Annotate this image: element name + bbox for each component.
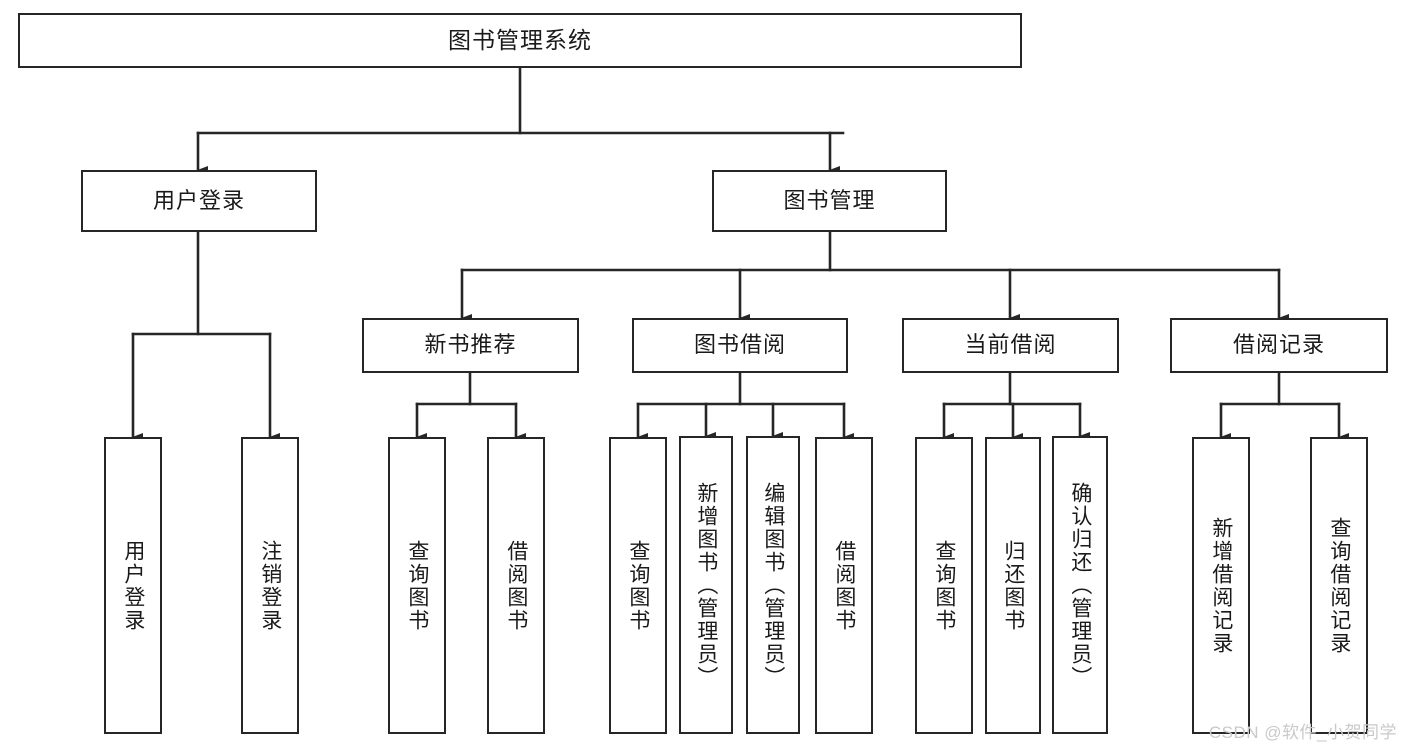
leaf-label: 查询图书 — [405, 539, 429, 632]
leaf-label: 新增借阅记录 — [1209, 516, 1233, 655]
node-borrow-record[interactable]: 借阅记录 — [1170, 318, 1388, 373]
node-current-borrow[interactable]: 当前借阅 — [902, 318, 1119, 373]
leaf-label: 注销登录 — [258, 539, 282, 632]
node-book-borrow[interactable]: 图书借阅 — [632, 318, 848, 373]
leaf-label: 借阅图书 — [832, 539, 856, 632]
leaf-label: 查询借阅记录 — [1327, 516, 1351, 655]
node-leaf-user-login[interactable]: 用户登录 — [104, 437, 162, 734]
node-root-system[interactable]: 图书管理系统 — [18, 13, 1022, 68]
leaf-label: 新增图书（管理员） — [694, 481, 718, 689]
leaf-label: 编辑图书（管理员） — [761, 481, 785, 689]
node-leaf-return-book[interactable]: 归还图书 — [985, 437, 1041, 734]
node-leaf-add-book[interactable]: 新增图书（管理员） — [679, 436, 733, 734]
node-leaf-logout[interactable]: 注销登录 — [241, 437, 299, 734]
node-leaf-borrow-book-2[interactable]: 借阅图书 — [815, 437, 873, 734]
node-leaf-query-book-1[interactable]: 查询图书 — [388, 437, 446, 734]
leaf-label: 归还图书 — [1001, 539, 1025, 632]
node-leaf-borrow-book-1[interactable]: 借阅图书 — [487, 437, 545, 734]
leaf-label: 确认归还（管理员） — [1068, 481, 1092, 689]
node-leaf-add-record[interactable]: 新增借阅记录 — [1192, 437, 1250, 734]
node-leaf-query-book-2[interactable]: 查询图书 — [609, 437, 667, 734]
leaf-label: 借阅图书 — [504, 539, 528, 632]
node-new-book-recommend[interactable]: 新书推荐 — [362, 318, 579, 373]
node-leaf-edit-book[interactable]: 编辑图书（管理员） — [746, 436, 800, 734]
node-leaf-query-book-3[interactable]: 查询图书 — [915, 437, 973, 734]
leaf-label: 用户登录 — [121, 539, 145, 632]
node-leaf-confirm-return[interactable]: 确认归还（管理员） — [1052, 436, 1108, 734]
node-leaf-query-record[interactable]: 查询借阅记录 — [1310, 437, 1368, 734]
node-book-manage[interactable]: 图书管理 — [712, 170, 947, 232]
leaf-label: 查询图书 — [626, 539, 650, 632]
leaf-label: 查询图书 — [932, 539, 956, 632]
node-user-login[interactable]: 用户登录 — [81, 170, 317, 232]
